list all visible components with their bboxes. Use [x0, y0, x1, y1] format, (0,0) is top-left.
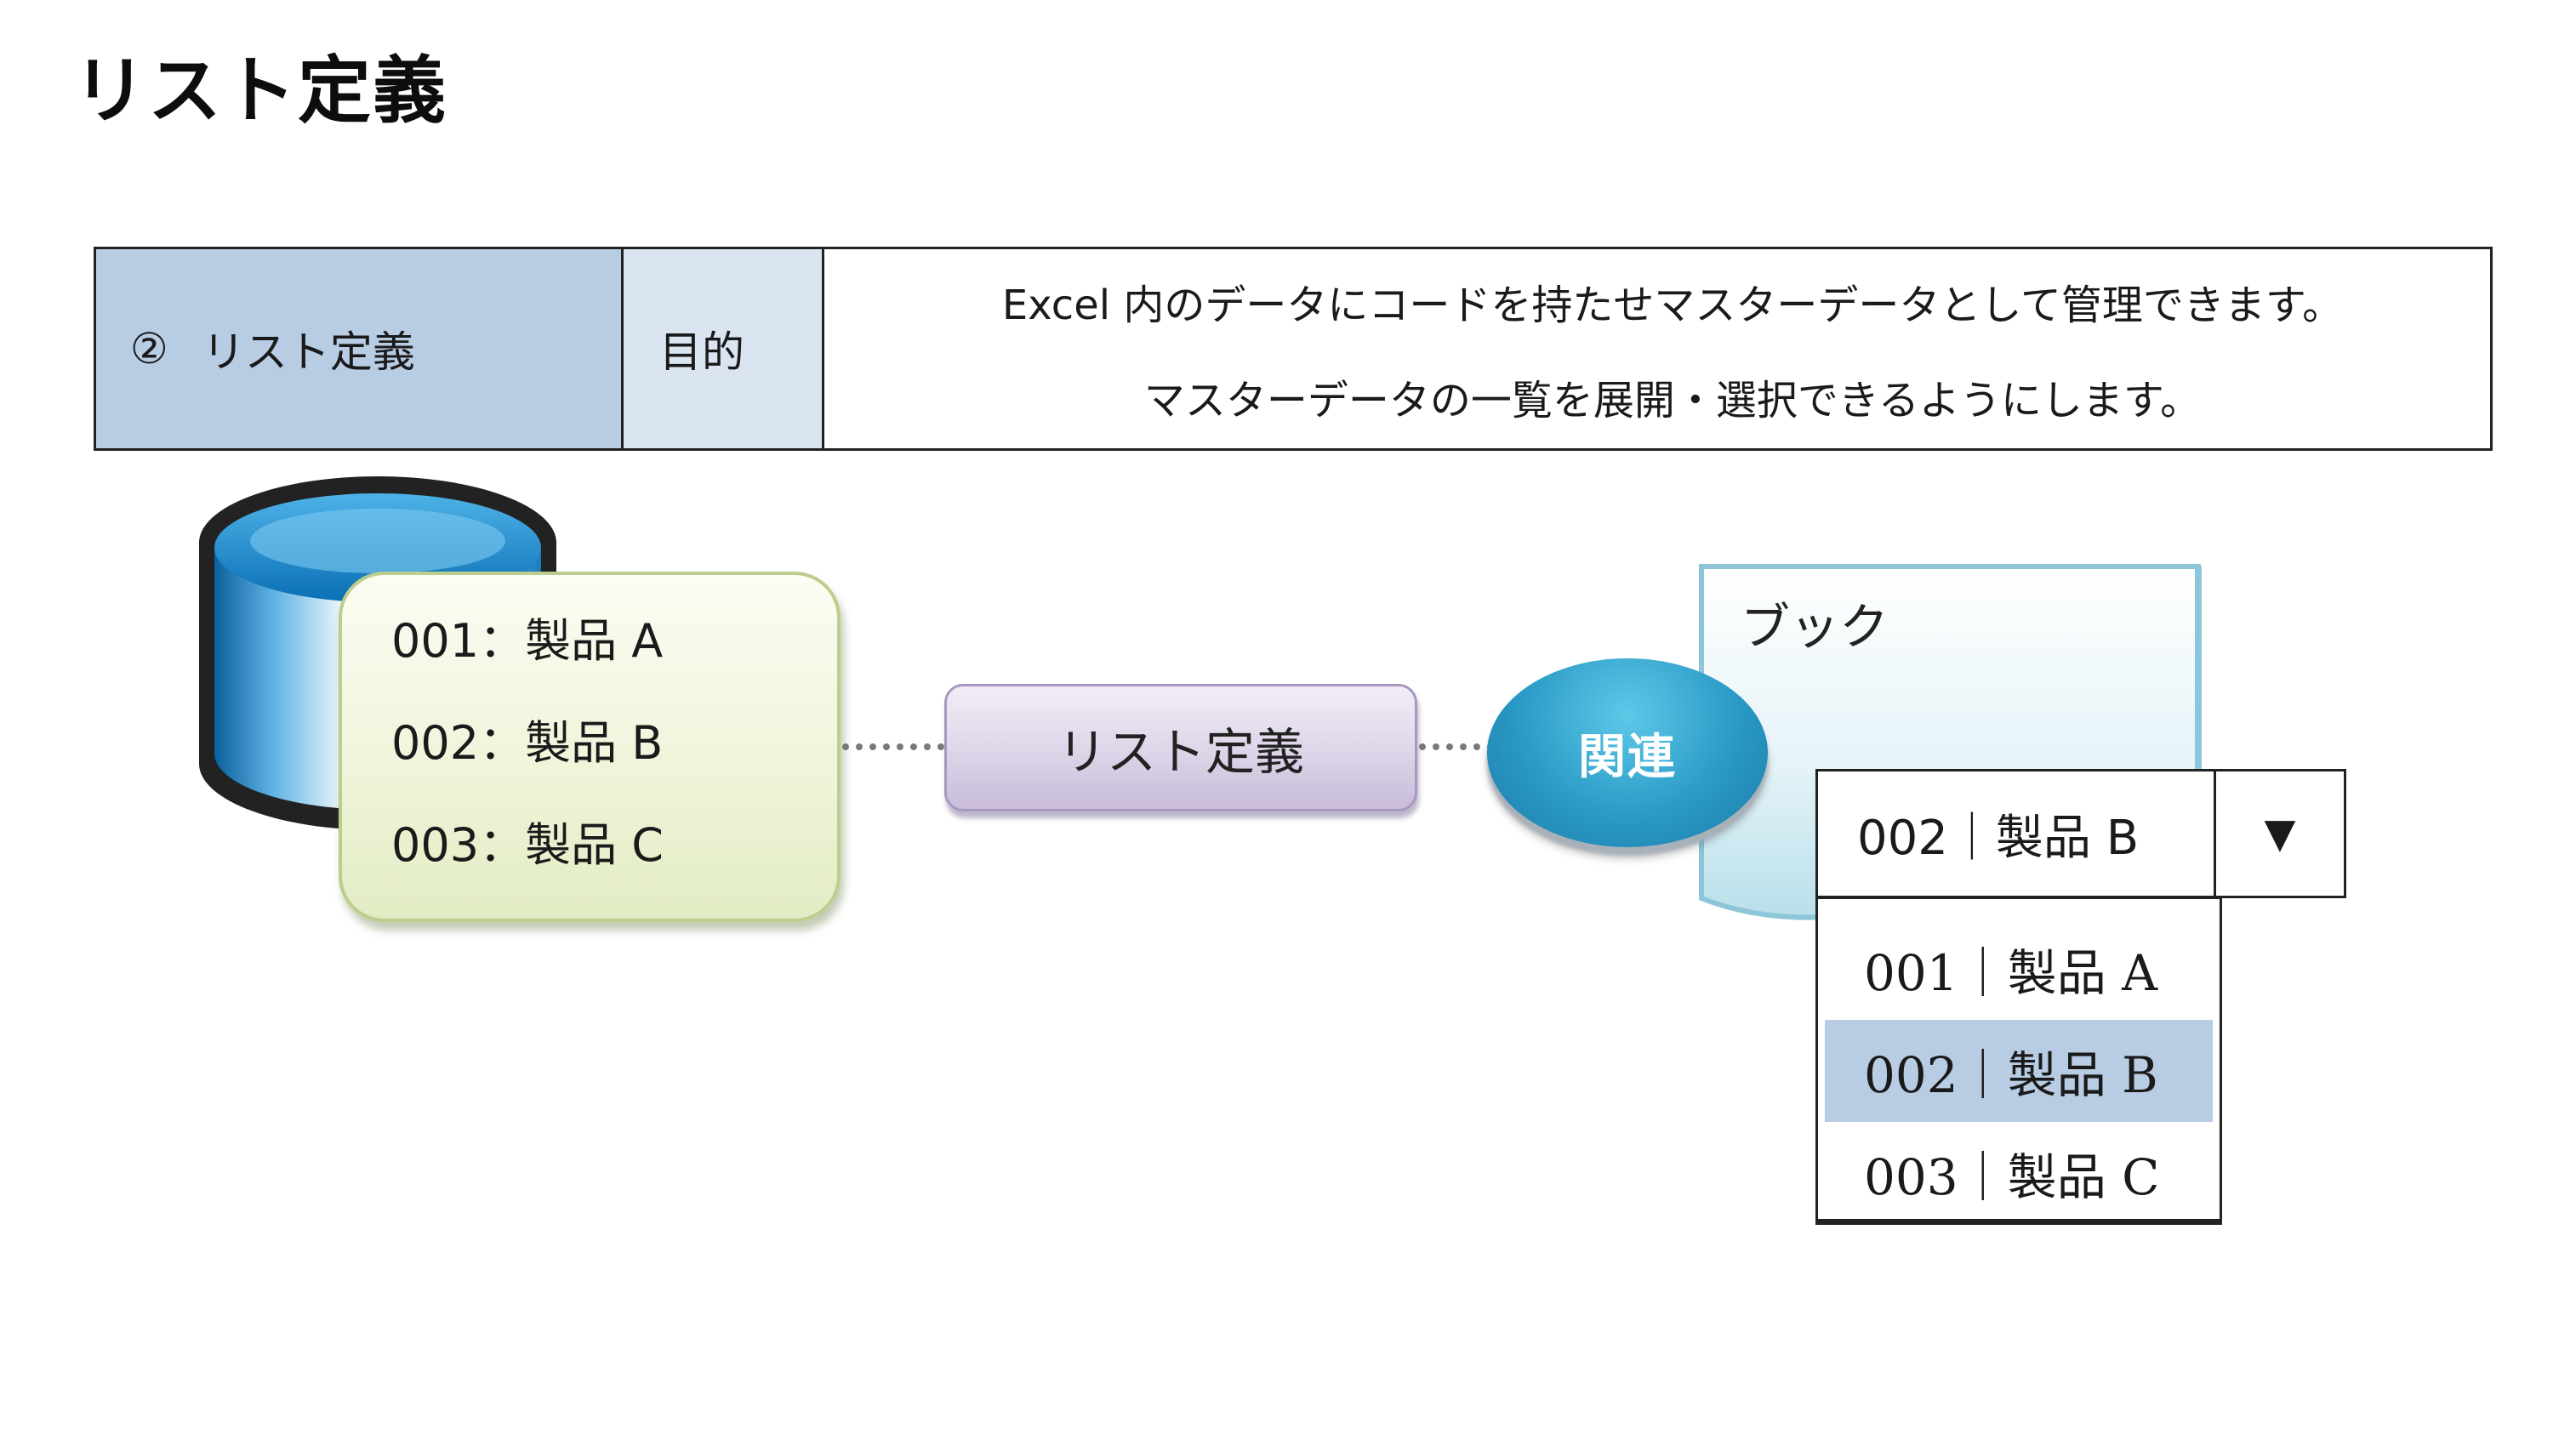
list-definition-label: リスト定義 — [1057, 723, 1304, 781]
record-item: 001：製品 A — [391, 614, 664, 668]
product-combo-box[interactable]: 002｜製品 B ▼ — [1815, 769, 2346, 898]
product-dropdown-list: 001｜製品 A 002｜製品 B 003｜製品 C — [1815, 897, 2222, 1225]
dropdown-option-selected[interactable]: 002｜製品 B — [1825, 1020, 2213, 1122]
relation-ellipse: 関連 — [1487, 658, 1768, 847]
list-definition-box: リスト定義 — [944, 684, 1417, 811]
book-label: ブック — [1741, 598, 1889, 656]
record-item: 003：製品 C — [391, 818, 664, 872]
record-item: 002：製品 B — [391, 716, 664, 770]
summary-name: リスト定義 — [202, 327, 415, 377]
data-records-card: 001：製品 A 002：製品 B 003：製品 C — [339, 572, 841, 922]
page-title: リスト定義 — [73, 48, 447, 134]
dropdown-option[interactable]: 001｜製品 A — [1864, 944, 2158, 1002]
summary-label: 目的 — [659, 327, 744, 377]
combo-selected-value[interactable]: 002｜製品 B — [1818, 771, 2216, 896]
summary-name-cell: ② リスト定義 — [96, 249, 624, 448]
summary-line-1: Excel 内のデータにコードを持たせマスターデータとして管理できます。 — [1001, 282, 2344, 329]
summary-number: ② — [130, 324, 168, 373]
relation-label: 関連 — [1578, 729, 1677, 785]
connector-records-to-list — [842, 743, 944, 750]
dropdown-option[interactable]: 003｜製品 C — [1864, 1148, 2160, 1206]
summary-label-cell: 目的 — [624, 249, 824, 448]
summary-description-cell: Excel 内のデータにコードを持たせマスターデータとして管理できます。 マスタ… — [824, 249, 2490, 448]
connector-list-to-relation — [1419, 743, 1494, 750]
dropdown-arrow-icon[interactable]: ▼ — [2264, 810, 2296, 857]
summary-line-2: マスターデータの一覧を展開・選択できるようにします。 — [1143, 377, 2202, 424]
summary-table: ② リスト定義 目的 Excel 内のデータにコードを持たせマスターデータとして… — [94, 247, 2493, 451]
